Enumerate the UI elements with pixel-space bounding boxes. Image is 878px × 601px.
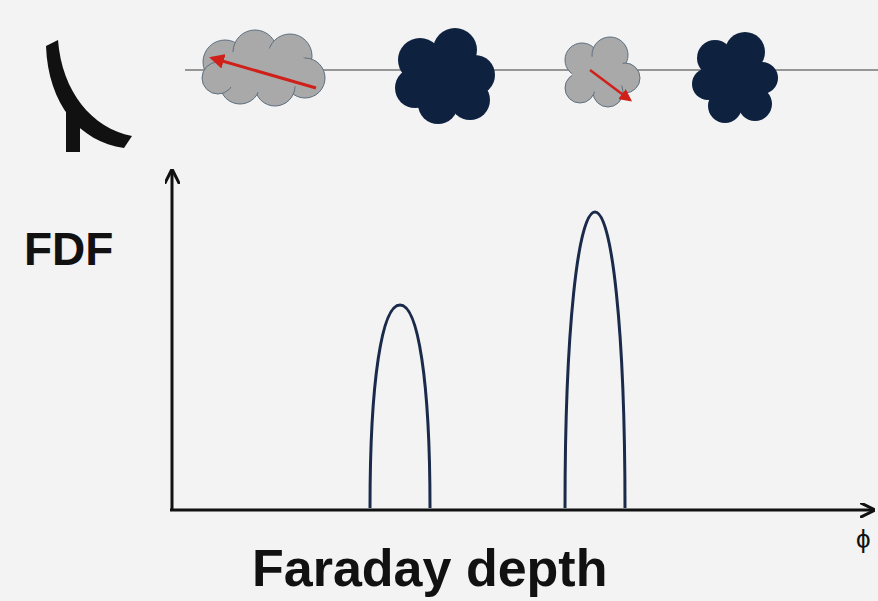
axis-title: FDF xyxy=(24,226,113,272)
fdf-peak xyxy=(565,212,625,508)
polarization-arrow xyxy=(212,58,316,88)
fdf-peak xyxy=(370,305,430,508)
axis-title: Faraday depth xyxy=(252,542,607,594)
radio-dish xyxy=(46,40,132,152)
emitting-cloud xyxy=(565,37,640,107)
y-axis xyxy=(171,172,174,510)
polarization-arrow xyxy=(590,70,630,100)
rotating-cloud xyxy=(395,28,495,124)
emitting-cloud xyxy=(202,30,325,106)
rotating-cloud xyxy=(692,32,778,123)
axis-symbol: ϕ xyxy=(856,526,871,552)
x-axis xyxy=(170,509,872,512)
